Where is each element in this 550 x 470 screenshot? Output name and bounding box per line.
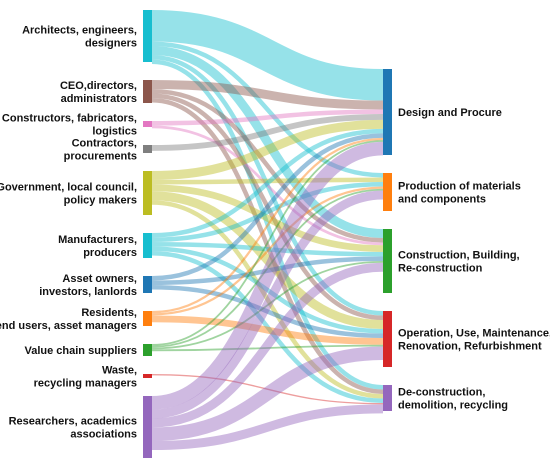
source-node-2	[143, 121, 152, 127]
source-node-5	[143, 233, 152, 258]
target-node-4	[383, 385, 392, 411]
flow-link-1-4	[151, 98, 384, 394]
flow-link-5-0	[151, 128, 384, 238]
source-label-6: Asset owners,	[62, 273, 137, 285]
flow-link-4-4	[151, 200, 384, 399]
source-label-7: Residents,	[81, 307, 137, 319]
target-label-4: De-construction,	[398, 387, 485, 399]
source-label-1: administrators	[61, 93, 137, 105]
source-label-7: end users, asset managers	[0, 320, 137, 332]
flow-link-1-0	[151, 80, 384, 110]
links-layer	[151, 10, 384, 450]
target-label-2: Re-construction	[398, 263, 483, 275]
source-label-10: Researchers, academics	[9, 416, 137, 428]
source-label-2: logistics	[92, 126, 137, 138]
source-node-7	[143, 311, 152, 326]
flow-link-6-2	[151, 256, 384, 285]
flow-link-0-4	[151, 59, 384, 390]
flow-link-10-2	[151, 262, 384, 428]
flow-link-6-0	[151, 133, 384, 281]
target-node-0	[383, 69, 392, 155]
flow-link-2-0	[151, 109, 384, 126]
source-label-1: CEO,directors,	[60, 80, 137, 92]
flow-link-6-3	[151, 285, 384, 338]
flow-link-10-1	[151, 190, 384, 419]
target-label-3: Renovation, Refurbishment	[398, 341, 542, 353]
flow-link-2-2	[151, 125, 384, 246]
source-label-5: Manufacturers,	[58, 234, 137, 246]
flow-link-0-3	[151, 55, 384, 316]
target-label-1: and components	[398, 194, 486, 206]
flow-link-3-0	[151, 114, 384, 151]
target-node-3	[383, 311, 392, 367]
flow-link-0-2	[151, 46, 384, 238]
source-node-1	[143, 80, 152, 103]
flow-link-1-2	[151, 89, 384, 243]
source-node-8	[143, 344, 152, 356]
flow-link-4-2	[151, 184, 384, 252]
flow-link-1-3	[151, 93, 384, 320]
target-node-2	[383, 229, 392, 293]
target-label-4: demolition, recycling	[398, 400, 508, 412]
flow-link-8-1	[151, 188, 384, 348]
source-node-10	[143, 396, 152, 458]
source-label-9: Waste,	[102, 365, 137, 377]
flow-link-10-0	[151, 141, 384, 410]
flow-link-5-1	[151, 182, 384, 242]
flow-link-7-1	[151, 186, 384, 316]
source-label-8: Value chain suppliers	[25, 345, 138, 357]
source-label-0: designers	[85, 38, 137, 50]
flow-link-7-0	[151, 137, 384, 314]
source-label-4: Government, local council,	[0, 182, 137, 194]
flow-link-10-3	[151, 346, 384, 441]
source-node-4	[143, 171, 152, 215]
source-label-5: producers	[83, 247, 137, 259]
flow-link-8-2	[151, 260, 384, 350]
flow-link-5-4	[151, 251, 384, 403]
source-label-4: policy makers	[64, 195, 137, 207]
source-node-9	[143, 374, 152, 378]
flow-link-0-1	[151, 41, 384, 178]
flow-link-4-0	[151, 119, 384, 180]
source-node-3	[143, 145, 152, 153]
target-node-1	[383, 173, 392, 211]
source-label-3: procurements	[64, 151, 137, 163]
source-label-0: Architects, engineers,	[22, 25, 137, 37]
source-label-9: recycling managers	[34, 378, 137, 390]
flow-link-9-4	[151, 374, 384, 405]
flow-link-4-1	[151, 177, 384, 185]
source-node-6	[143, 276, 152, 293]
target-label-0: Design and Procure	[398, 107, 502, 119]
source-label-2: Constructors, fabricators,	[2, 113, 137, 125]
flow-link-4-3	[151, 191, 384, 329]
source-label-3: Contractors,	[72, 138, 137, 150]
source-label-10: associations	[70, 429, 137, 441]
flow-link-8-0	[151, 140, 384, 346]
flow-link-8-3	[151, 344, 384, 352]
target-label-2: Construction, Building,	[398, 250, 520, 262]
flow-link-0-0	[151, 10, 384, 101]
source-label-6: investors, lanlords	[39, 286, 137, 298]
flow-link-10-4	[151, 404, 384, 450]
flow-link-5-2	[151, 242, 384, 257]
target-label-3: Operation, Use, Maintenance,	[398, 328, 550, 340]
source-node-0	[143, 10, 152, 62]
target-label-1: Production of materials	[398, 181, 521, 193]
flow-link-5-3	[151, 246, 384, 334]
flow-link-7-3	[151, 315, 384, 345]
